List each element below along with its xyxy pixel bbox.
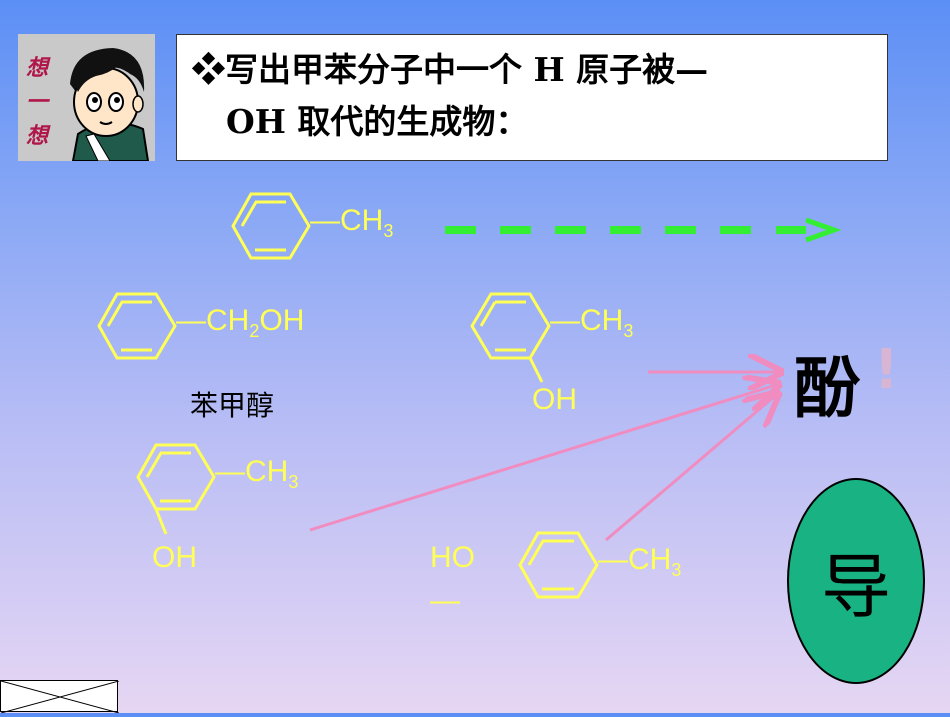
ortho-cresol-ring-1 (470, 292, 551, 383)
para-cresol-hydroxyl: HO (430, 541, 475, 574)
benzyl-alcohol-ring (97, 292, 177, 360)
ortho-cresol-ring-2 (136, 443, 216, 535)
ortho-cresol-2-hydroxyl: OH (152, 541, 197, 574)
phenol-label: 酚 (794, 350, 860, 427)
guide-button-label: 导 (821, 545, 891, 628)
para-cresol-methyl: —CH3 (598, 543, 682, 580)
benzyl-alcohol-label: —CH2OH (176, 304, 305, 341)
benzyl-alcohol-name: 苯甲醇 (190, 389, 275, 422)
toluene-methyl-label: —CH3 (310, 204, 394, 241)
ortho-cresol-1-hydroxyl: OH (532, 383, 577, 416)
diamond-bullet-icon: ❖ (192, 50, 225, 89)
exclamation-mark: ! (874, 338, 899, 401)
nav-placeholder-button[interactable] (0, 680, 120, 714)
pink-arrows (309, 372, 778, 542)
question-line-1: 写出甲苯分子中一个 H 原子被— (225, 50, 709, 89)
para-cresol-dash: — (430, 584, 460, 617)
question-text: ❖写出甲苯分子中一个 H 原子被— OH 取代的生成物： (192, 44, 882, 148)
question-line-2: OH 取代的生成物： (226, 102, 529, 141)
cross-box-icon (0, 680, 120, 714)
mascot-icon (70, 48, 150, 162)
guide-button[interactable]: 导 (787, 478, 925, 684)
title-box (176, 34, 888, 161)
mascot-caption: 想一想 (26, 56, 49, 149)
para-cresol-ring (518, 531, 599, 599)
ortho-cresol-1-methyl: —CH3 (550, 304, 634, 341)
think-mascot: 想一想 (18, 34, 155, 162)
dashed-arrow-head (805, 217, 842, 243)
ortho-cresol-2-methyl: —CH3 (215, 455, 299, 492)
toluene-ring (231, 192, 311, 260)
